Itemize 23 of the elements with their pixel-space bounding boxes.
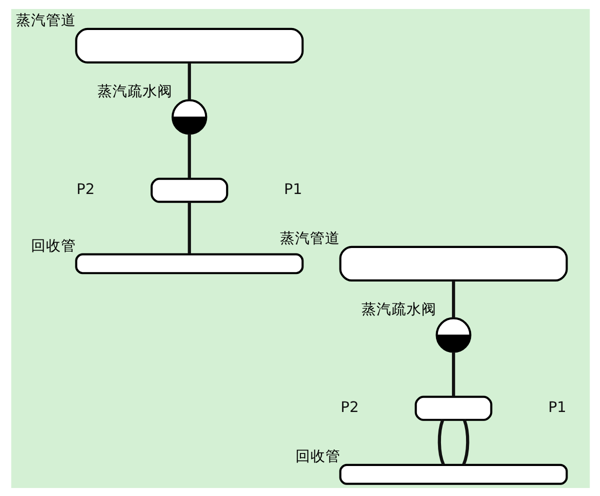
label: P1 (284, 180, 302, 198)
connector (462, 418, 469, 465)
node-label: 回收管 (294, 447, 340, 464)
node-box (338, 245, 568, 282)
node-label: 蒸汽管道 (279, 229, 340, 246)
node-box (74, 27, 304, 63)
connector (187, 62, 190, 100)
node-label: 回收管 (30, 236, 76, 254)
node-box (414, 395, 492, 420)
connector (451, 280, 455, 318)
node-label: 蒸汽疏水阀 (361, 300, 436, 318)
connector (451, 351, 455, 396)
label: P2 (76, 180, 94, 198)
node-box (338, 463, 568, 484)
connector (437, 418, 444, 465)
connector (187, 201, 190, 254)
node-label: 蒸汽疏水阀 (96, 82, 172, 100)
label: P1 (548, 398, 566, 416)
node-label: 蒸汽管道 (15, 11, 76, 28)
connector (187, 133, 190, 178)
label: P2 (340, 398, 358, 416)
node-box (74, 252, 304, 274)
node-box (150, 177, 228, 202)
